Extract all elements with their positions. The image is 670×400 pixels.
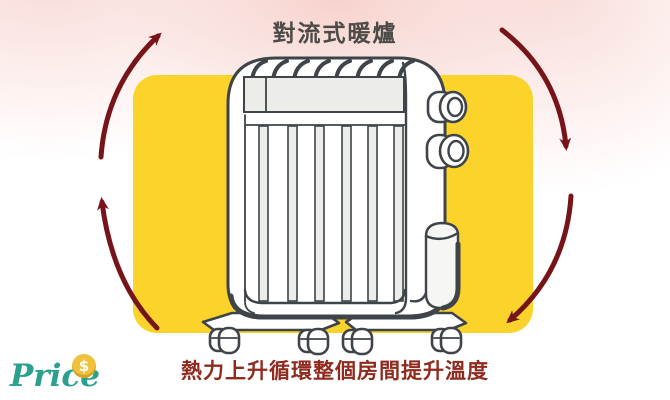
airflow-down-arrows-icon xyxy=(499,27,574,324)
convection-heater-graphic xyxy=(201,56,470,356)
caption-text: 熱力上升循環整個房間提升溫度 xyxy=(181,359,489,383)
airflow-up-arrows-icon xyxy=(97,32,162,331)
dollar-symbol: $ xyxy=(78,357,90,375)
caster-wheel xyxy=(430,326,463,355)
caster-wheel xyxy=(297,327,330,356)
page-title: 對流式暖爐 xyxy=(272,21,398,47)
price-logo: Price $ xyxy=(10,354,120,400)
knob xyxy=(425,133,470,170)
heater-fins xyxy=(243,125,407,305)
cable-holder xyxy=(409,221,461,311)
heater-wheels xyxy=(201,311,468,356)
heater-knobs xyxy=(425,90,470,170)
caster-wheel xyxy=(208,326,241,355)
caster-wheel xyxy=(341,327,374,356)
control-panel xyxy=(243,76,406,126)
dollar-coin-icon: $ xyxy=(72,354,96,378)
knob xyxy=(426,90,468,124)
